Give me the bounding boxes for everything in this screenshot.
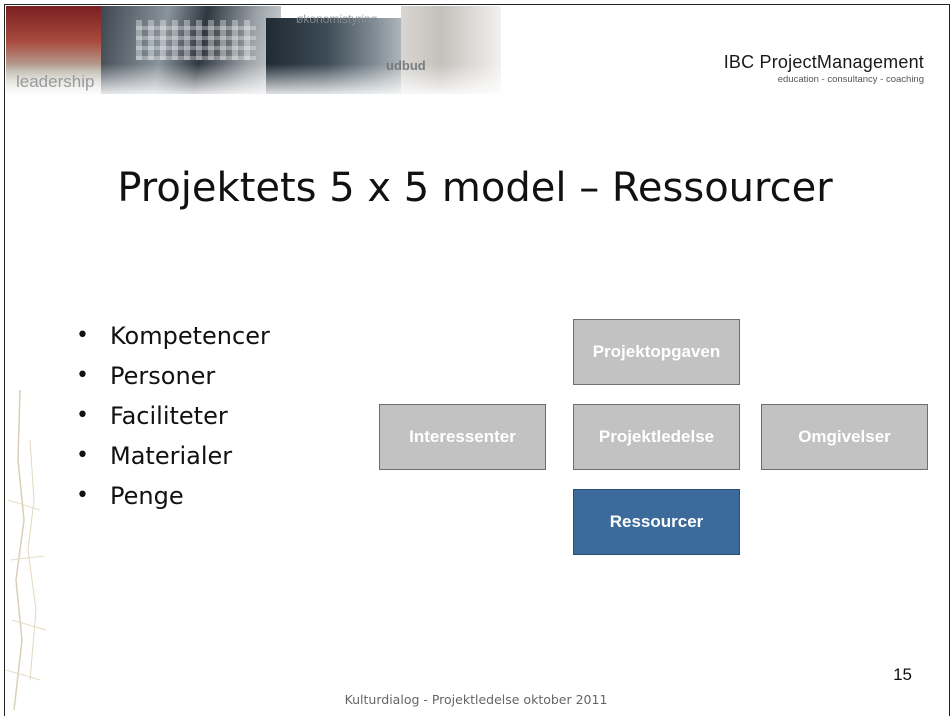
bullet-dot-icon: • [76,443,89,468]
banner-building-windows [136,20,256,60]
slide-footer: Kulturdialog - Projektledelse oktober 20… [344,692,608,707]
banner-word-leadership: leadership [16,72,95,91]
bullet-text: Penge [110,482,184,510]
header-photo-banner: leadership økonomistyring udbud [6,6,501,94]
logo-tagline: education - consultancy - coaching [777,74,924,85]
bullet-item: • Materialer [76,436,270,476]
bullet-item: • Penge [76,476,270,516]
page-number: 15 [893,665,912,684]
bullet-dot-icon: • [76,403,89,428]
bullet-text: Kompetencer [110,322,270,350]
company-logo: IBC ProjectManagement education - consul… [724,52,924,85]
logo-brand: IBC ProjectManagement [723,52,924,72]
model-box-projektopgaven: Projektopgaven [573,319,740,385]
bullet-text: Faciliteter [110,402,228,430]
bullet-dot-icon: • [76,323,89,348]
bullet-item: • Personer [76,356,270,396]
slide-frame [4,4,950,716]
bullet-list: • Kompetencer • Personer • Faciliteter • Mat… [76,316,270,516]
bullet-text: Materialer [110,442,233,470]
model-box-interessenter: Interessenter [379,404,546,470]
bullet-item: • Faciliteter [76,396,270,436]
banner-word-udbud: udbud [386,58,426,73]
model-box-projektledelse: Projektledelse [573,404,740,470]
banner-fade [6,64,501,94]
bullet-text: Personer [110,362,216,390]
bullet-dot-icon: • [76,483,89,508]
decorative-sketch-lines [5,389,47,711]
model-box-omgivelser: Omgivelser [761,404,928,470]
slide-title: Projektets 5 x 5 model – Ressourcer [117,165,833,211]
banner-word-styring: økonomistyring [296,12,378,26]
bullet-item: • Kompetencer [76,316,270,356]
model-box-ressourcer: Ressourcer [573,489,740,555]
bullet-dot-icon: • [76,363,89,388]
